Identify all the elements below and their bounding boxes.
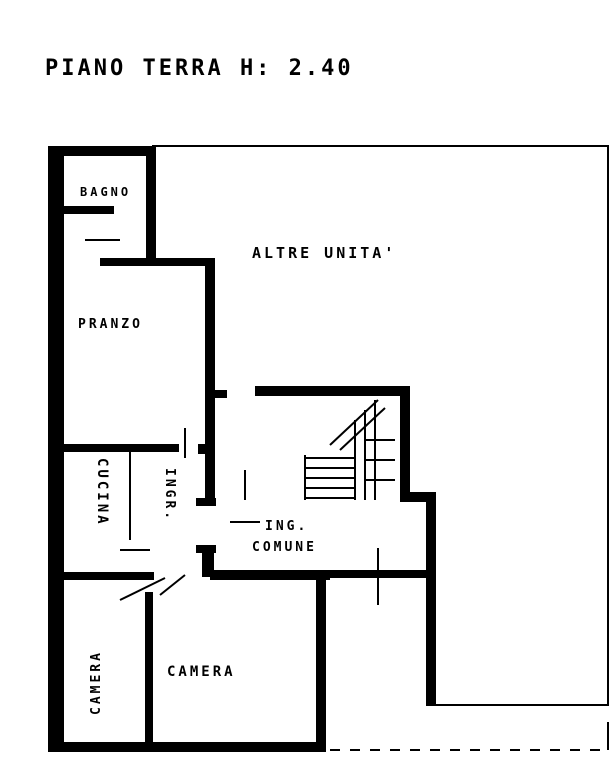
room-label-ing-comune-1: ING. bbox=[265, 519, 308, 534]
room-label-pranzo: PRANZO bbox=[78, 317, 143, 332]
walls bbox=[48, 146, 436, 752]
windows-left bbox=[51, 160, 61, 740]
room-label-cucina: CUCINA bbox=[94, 458, 110, 527]
room-label-bagno: BAGNO bbox=[80, 185, 131, 199]
room-label-altre-unita: ALTRE UNITA' bbox=[252, 244, 396, 262]
room-label-ing-comune-2: COMUNE bbox=[252, 540, 317, 555]
room-label-ingr: INGR. bbox=[162, 468, 177, 522]
door-marks bbox=[85, 239, 379, 605]
room-label-camera-center: CAMERA bbox=[167, 664, 236, 680]
other-units-outline bbox=[152, 145, 609, 750]
room-label-camera-left: CAMERA bbox=[89, 650, 104, 715]
stairs bbox=[304, 399, 395, 500]
plan-title: PIANO TERRA H: 2.40 bbox=[45, 56, 354, 81]
